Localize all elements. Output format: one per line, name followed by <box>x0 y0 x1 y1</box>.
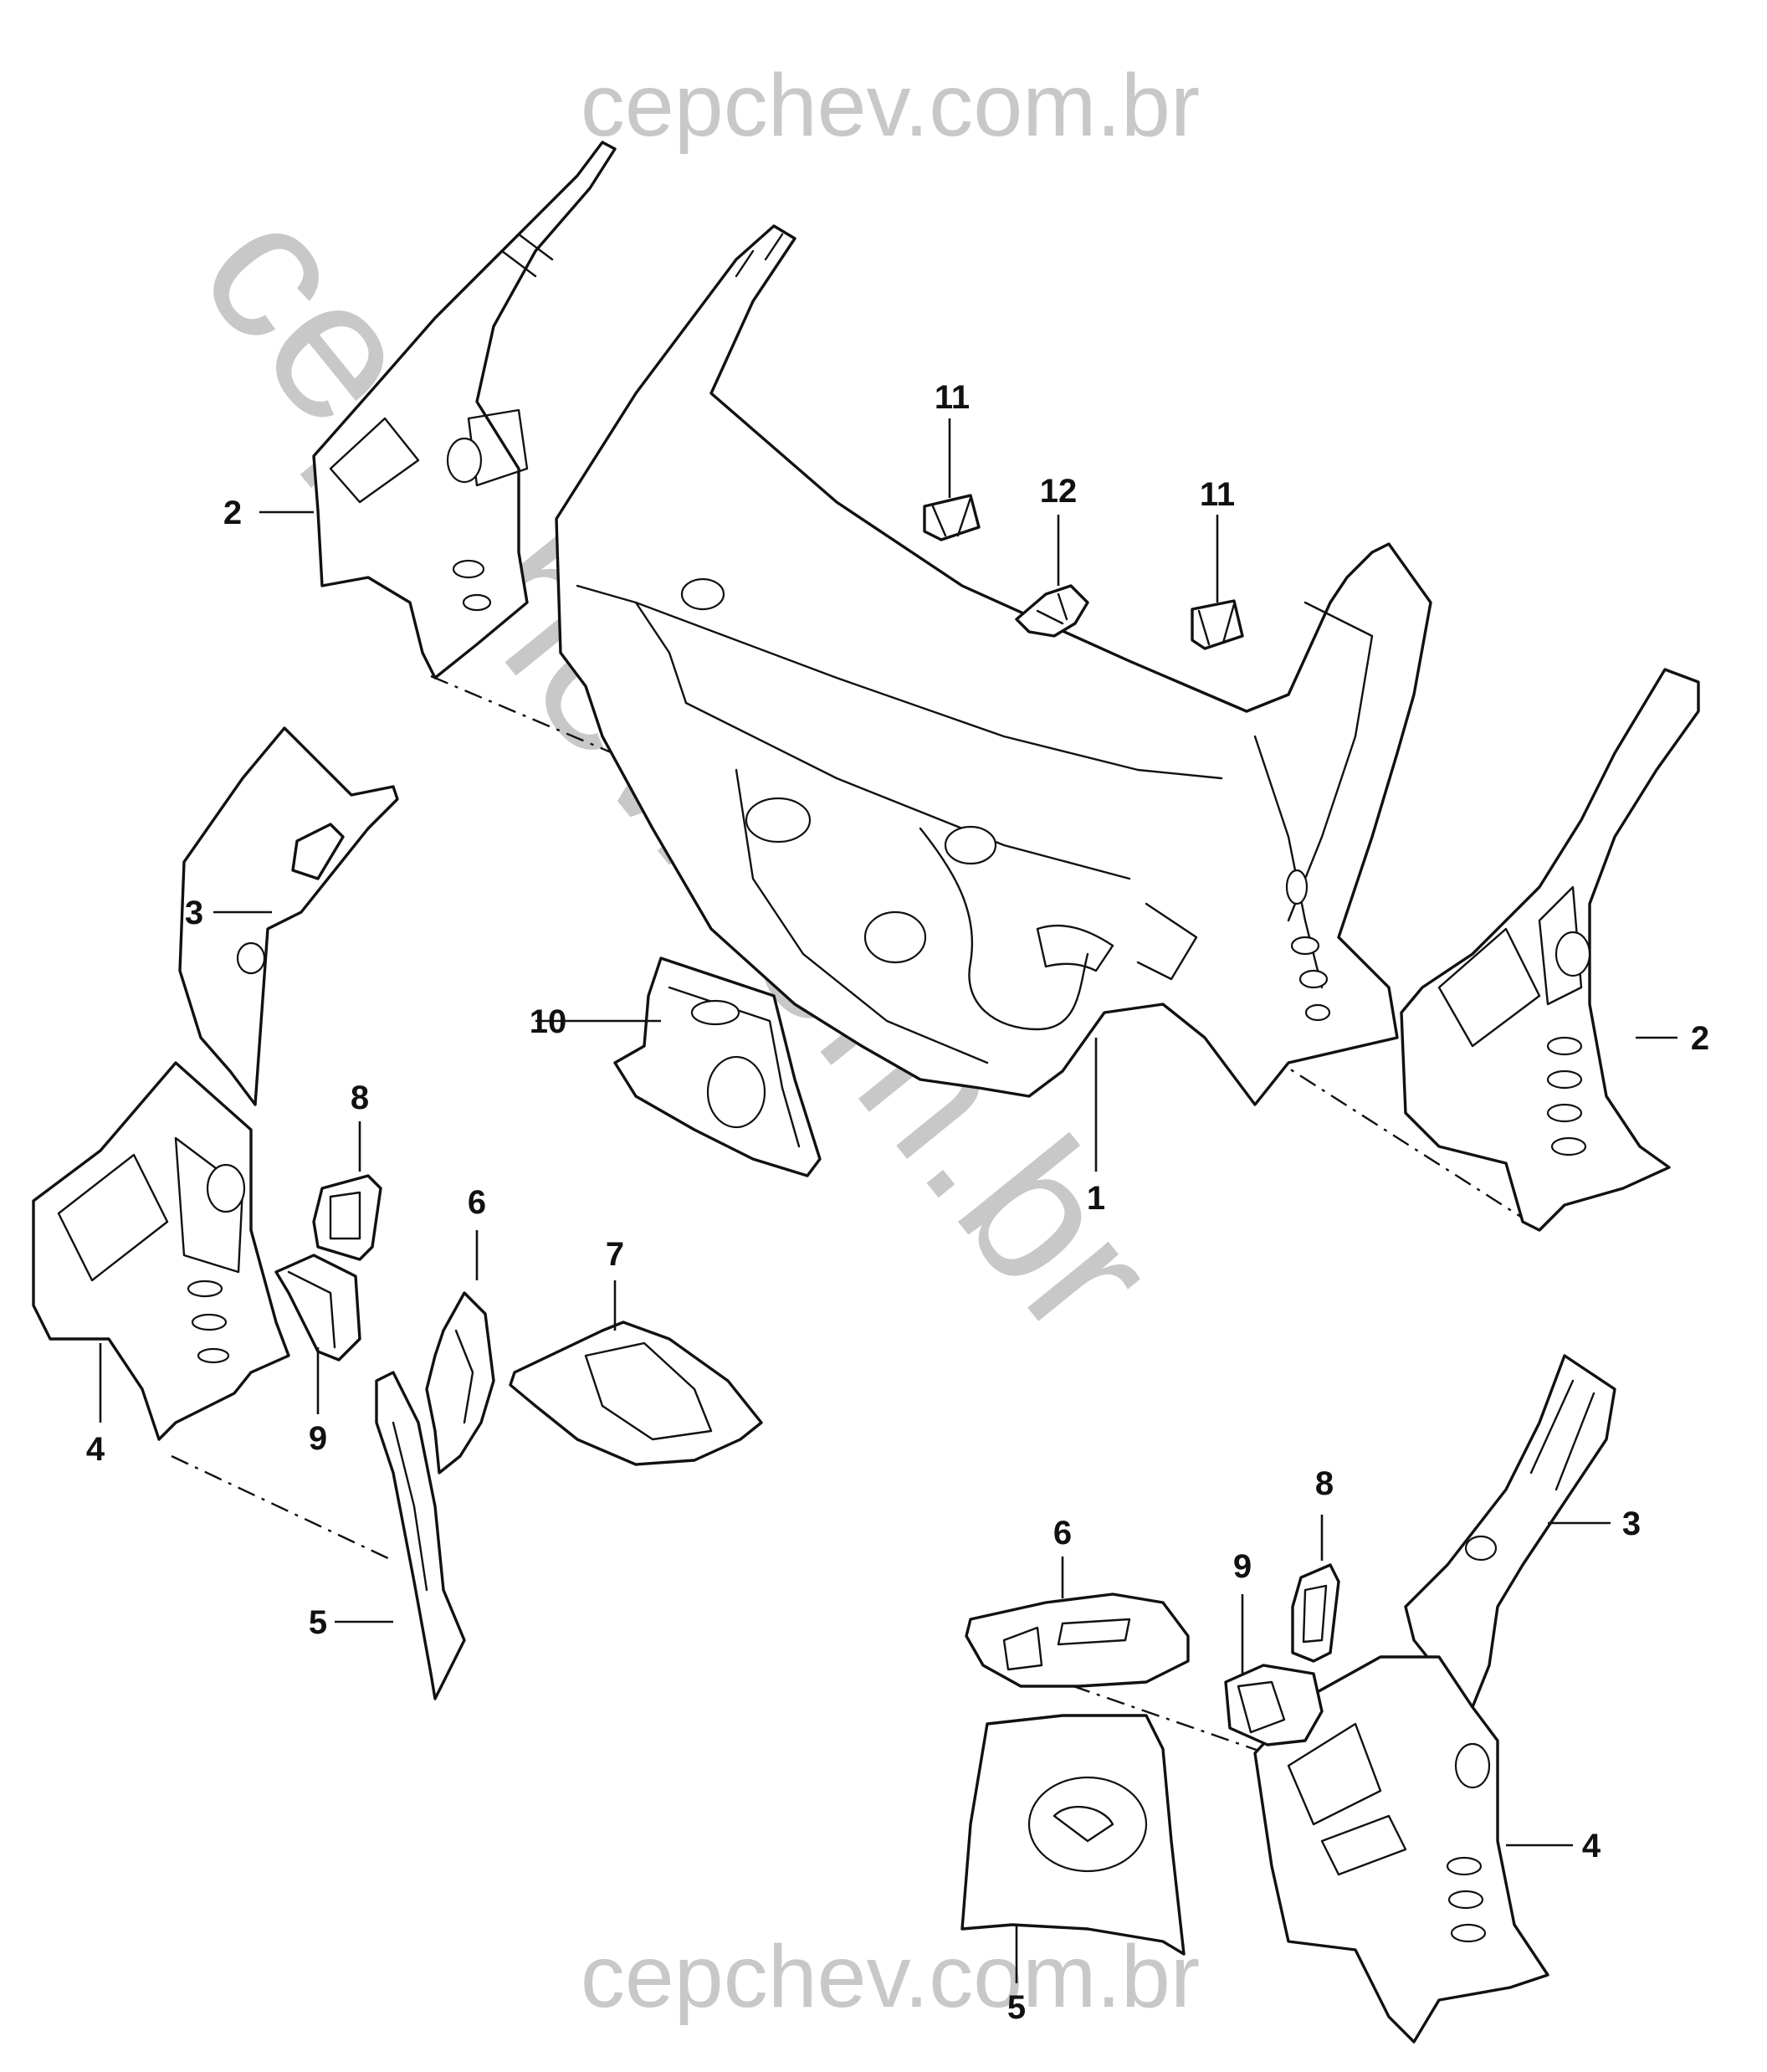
part-8-bracket-right <box>1291 1563 1340 1663</box>
part-12-bracket <box>1015 584 1089 638</box>
callout-2-right: 2 <box>1691 1020 1709 1057</box>
callout-8-right: 8 <box>1315 1465 1334 1502</box>
part-10-panel <box>613 957 822 1177</box>
watermark-top: cepchev.com.br <box>581 56 1200 155</box>
callout-11-left: 11 <box>935 379 970 416</box>
part-2-side-panel-left <box>312 141 617 680</box>
callout-9-right: 9 <box>1233 1548 1252 1585</box>
callout-3-right: 3 <box>1622 1505 1641 1542</box>
part-11-bracket-right <box>1191 599 1244 650</box>
part-8-bracket-left <box>312 1174 382 1261</box>
part-9-bracket-right <box>1224 1664 1324 1746</box>
callout-11-right: 11 <box>1200 476 1235 513</box>
watermark-bottom: cepchev.com.br <box>581 1927 1200 2026</box>
callout-6-left: 6 <box>468 1184 486 1221</box>
callout-3-left: 3 <box>185 895 203 931</box>
part-4-lower-panel-right <box>1253 1655 1549 2044</box>
part-5-panel-left <box>375 1371 466 1700</box>
leader-lines <box>99 418 1677 1983</box>
part-9-bracket-left <box>274 1254 361 1362</box>
callout-7: 7 <box>606 1236 624 1273</box>
callout-6-right: 6 <box>1053 1515 1072 1551</box>
callout-5-left: 5 <box>309 1604 327 1641</box>
part-6-bracket-right <box>965 1592 1190 1688</box>
part-3-pillar-right <box>1404 1354 1616 1709</box>
callout-12: 12 <box>1040 473 1078 510</box>
callout-9-left: 9 <box>309 1420 327 1457</box>
part-11-bracket-left <box>923 494 981 541</box>
callout-4-left: 4 <box>86 1431 105 1468</box>
part-4-lower-panel-left <box>32 1061 290 1441</box>
callout-5-right: 5 <box>1007 1989 1026 2026</box>
callout-2-left: 2 <box>223 495 242 531</box>
callout-1: 1 <box>1087 1180 1105 1217</box>
part-1-dash-panel <box>555 224 1432 1106</box>
part-2-side-panel-right <box>1400 668 1700 1232</box>
callout-8-left: 8 <box>351 1080 369 1116</box>
callout-4-right: 4 <box>1582 1828 1601 1864</box>
part-5-panel-right <box>960 1714 1186 1956</box>
part-6-bracket-left <box>425 1291 495 1475</box>
callouts: 1 2 2 3 3 4 4 5 5 6 6 7 8 8 9 9 10 11 11… <box>86 379 1709 2026</box>
part-3-pillar-left <box>178 726 399 1106</box>
callout-10: 10 <box>530 1003 567 1040</box>
part-7-floor-panel <box>509 1321 763 1466</box>
